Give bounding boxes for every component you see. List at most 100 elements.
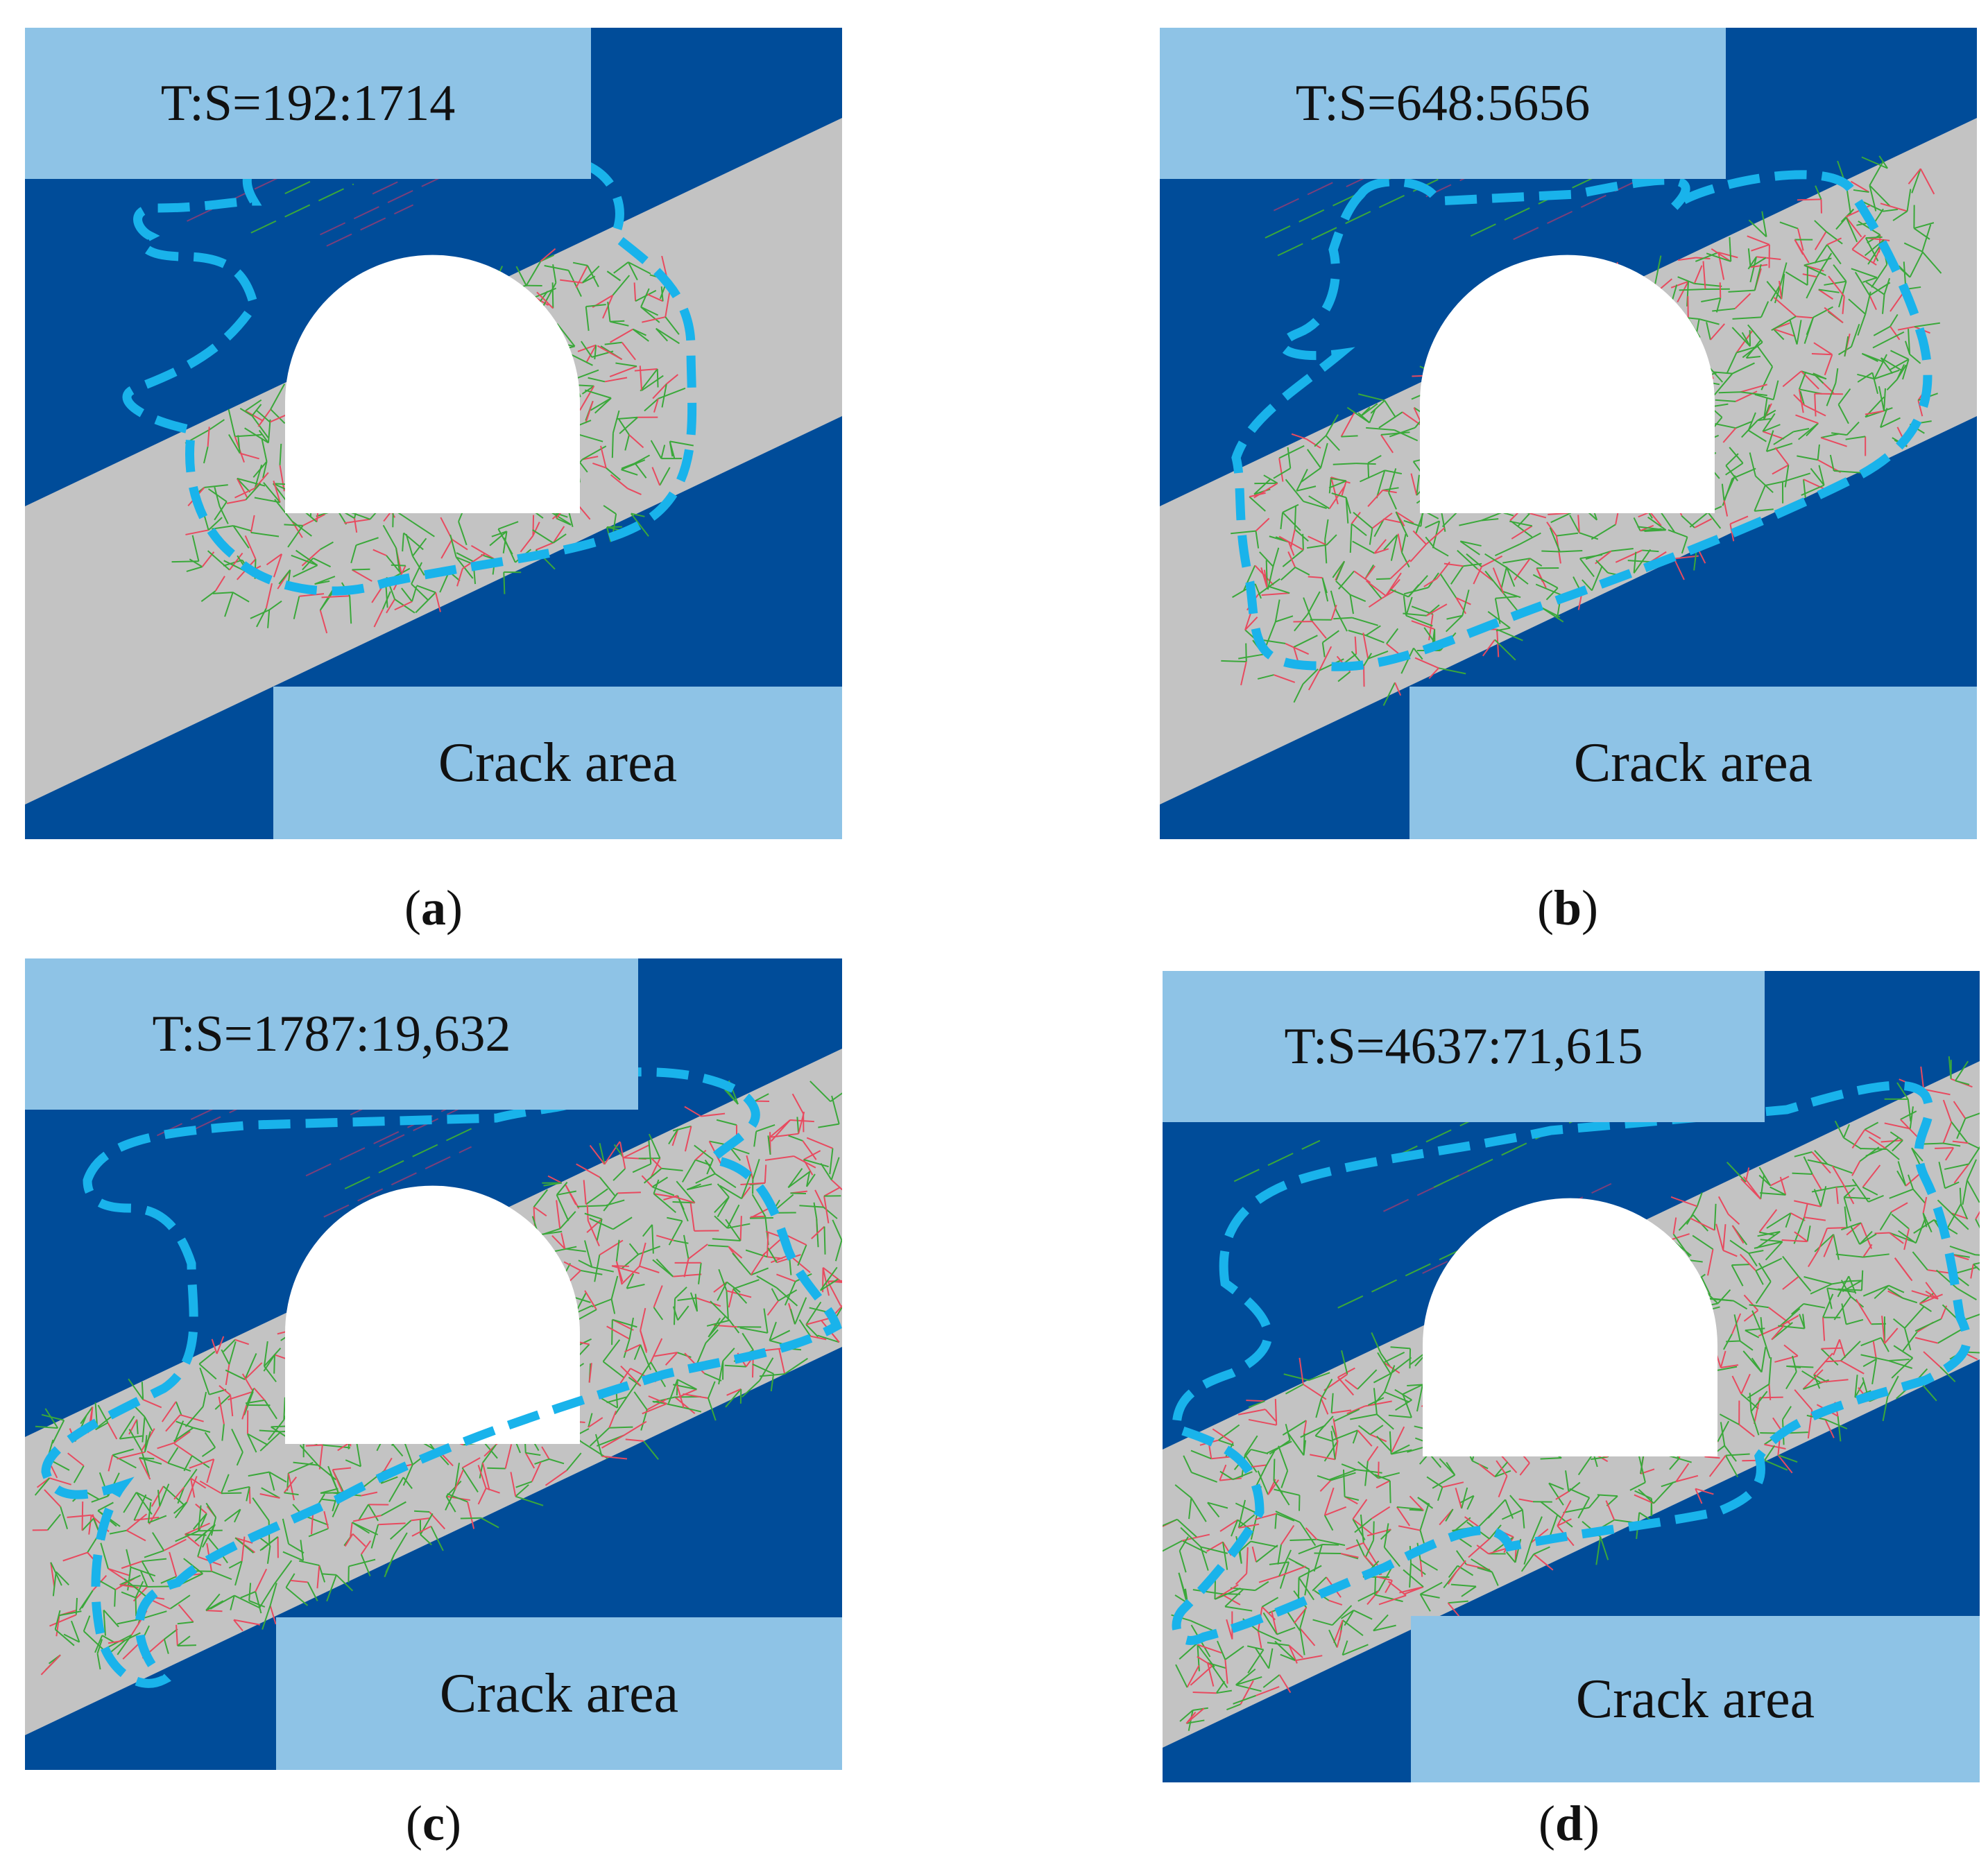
crack-segment [1732, 316, 1762, 320]
crack-segment [1955, 1080, 1970, 1085]
crack-segment [1342, 1640, 1348, 1655]
crack-segment [668, 1220, 683, 1246]
crack-segment [694, 1149, 707, 1161]
crack-segment [648, 1140, 652, 1164]
crack-segment [1226, 1703, 1241, 1711]
crack-segment [515, 1481, 533, 1488]
crack-segment [594, 1434, 603, 1456]
crack-segment [547, 1175, 563, 1184]
crack-segment [759, 1357, 774, 1382]
crack-segment [1823, 1234, 1835, 1257]
crack-segment [796, 1117, 800, 1134]
crack-segment [1208, 1443, 1212, 1459]
crack-segment [1729, 236, 1732, 261]
crack-segment [1884, 1327, 1899, 1344]
crack-segment [1232, 1471, 1253, 1481]
crack-segment [1719, 1413, 1740, 1425]
crack-segment [259, 1583, 275, 1608]
crack-segment [112, 1454, 137, 1469]
crack-segment [1959, 1187, 1962, 1205]
crack-segment [234, 1537, 255, 1554]
crack-segment [1839, 1339, 1846, 1359]
crack-segment [177, 1621, 194, 1625]
crack-segment [1278, 1674, 1292, 1694]
crack-segment [1850, 1225, 1860, 1245]
crack-segment [1860, 1336, 1882, 1347]
crack-segment [1450, 565, 1464, 585]
crack-area-label: Crack area [1573, 732, 1813, 793]
crack-segment [1591, 524, 1616, 540]
crack-segment [1367, 490, 1384, 507]
crack-segment [1235, 1573, 1247, 1585]
crack-segment [1299, 1565, 1322, 1578]
crack-segment [739, 1327, 768, 1334]
crack-segment [240, 1591, 256, 1599]
crack-segment [585, 400, 594, 424]
crack-segment [726, 1291, 729, 1320]
crack-segment [1235, 1676, 1262, 1686]
crack-segment [656, 1234, 674, 1241]
crack-segment [581, 385, 594, 395]
crack-segment [1303, 597, 1313, 622]
crack-segment [381, 1501, 406, 1516]
crack-segment [1373, 539, 1387, 554]
crack-segment [1509, 1495, 1523, 1511]
crack-segment [146, 1450, 169, 1464]
crack-segment [247, 1433, 268, 1446]
crack-segment [1416, 1384, 1423, 1412]
crack-segment [653, 1193, 676, 1214]
crack-segment [1378, 1594, 1407, 1606]
crack-segment [185, 1522, 210, 1535]
crack-segment [1192, 1589, 1221, 1594]
crack-segment [224, 592, 234, 617]
crack-segment [1256, 1545, 1278, 1563]
ratio-label: T:S=648:5656 [1295, 74, 1591, 132]
crack-segment [1383, 1352, 1405, 1363]
crack-segment [1378, 411, 1403, 429]
crack-segment [1814, 1150, 1828, 1165]
crack-segment [198, 1350, 216, 1365]
crack-segment [1851, 1161, 1861, 1176]
crack-segment [245, 1399, 265, 1404]
crack-segment [1868, 1136, 1887, 1150]
crack-segment [261, 1536, 279, 1551]
crack-segment [300, 1540, 305, 1561]
crack-segment [1180, 1526, 1201, 1548]
crack-segment [430, 1526, 444, 1551]
crack-segment [1893, 1345, 1913, 1359]
crack-segment [1385, 470, 1403, 475]
crack-segment [1255, 1513, 1277, 1520]
crack-segment [258, 429, 269, 444]
crack-segment [1679, 289, 1706, 291]
crack-segment [1729, 447, 1744, 464]
crack-segment [1365, 635, 1385, 644]
crack-segment [1713, 1203, 1717, 1230]
crack-segment [103, 1609, 119, 1628]
crack-segment [1615, 549, 1643, 563]
crack-segment [251, 415, 269, 438]
crack-segment [603, 505, 617, 515]
crack-segment [230, 1595, 235, 1611]
crack-area-label: Crack area [439, 1662, 679, 1724]
crack-segment [1425, 520, 1440, 528]
crack-segment [204, 484, 228, 488]
crack-segment [130, 1566, 156, 1577]
crack-segment [1782, 472, 1811, 483]
crack-segment [1826, 382, 1837, 406]
crack-segment [802, 1140, 817, 1160]
crack-segment [119, 1574, 141, 1586]
crack-segment [1249, 496, 1266, 512]
crack-segment [764, 1164, 767, 1183]
crack-segment [1908, 168, 1921, 184]
crack-segment [1254, 1647, 1270, 1669]
crack-segment [1820, 1186, 1827, 1207]
crack-segment [704, 1160, 716, 1174]
crack-segment [1706, 322, 1711, 341]
crack-segment [634, 368, 658, 372]
crack-segment [1563, 1506, 1590, 1513]
crack-segment [360, 1540, 372, 1555]
crack-segment [1882, 294, 1885, 314]
crack-segment [449, 534, 457, 558]
crack-segment [829, 1148, 834, 1175]
crack-segment [545, 1470, 567, 1486]
